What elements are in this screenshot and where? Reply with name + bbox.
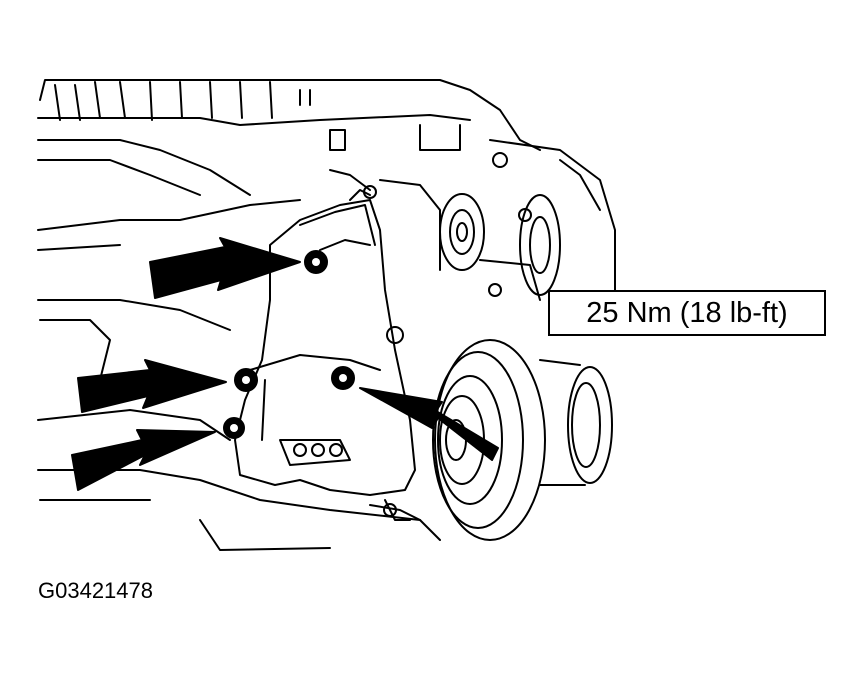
figure-id: G03421478 — [38, 578, 153, 603]
engine-block-outline — [37, 79, 541, 271]
arrow-upper-bolt — [149, 237, 301, 299]
torque-callout: 25 Nm (18 lb-ft) — [548, 290, 826, 336]
pulleys — [363, 139, 616, 541]
idler-pulley — [439, 193, 485, 271]
lower-engine-outline — [37, 299, 441, 551]
bolt-arrows — [71, 237, 499, 491]
arrow-left-lower-bolt — [71, 429, 216, 491]
crankshaft-pulley — [434, 339, 546, 541]
water-pump-pulley — [519, 194, 561, 296]
arrow-left-upper-bolt — [77, 359, 227, 413]
arrow-middle-bolt — [359, 387, 499, 461]
damper-ring — [567, 366, 613, 484]
alternator-bracket — [234, 189, 416, 496]
bracket-bolts — [223, 250, 397, 517]
